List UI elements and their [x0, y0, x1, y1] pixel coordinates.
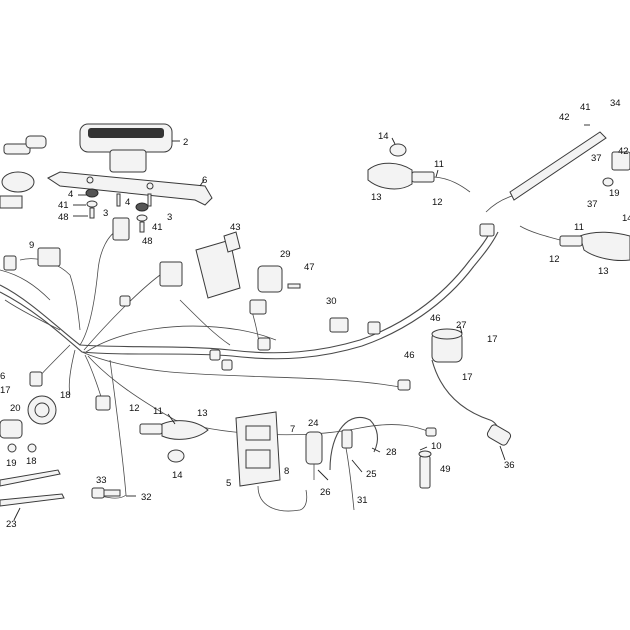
callout-41: 41: [58, 200, 69, 211]
callout-19: 19: [609, 188, 620, 199]
fasteners-left: [85, 188, 152, 233]
sensor: [305, 431, 323, 480]
spark-plug: [418, 450, 432, 489]
callout-46: 46: [404, 350, 415, 361]
callout-13: 13: [371, 192, 382, 203]
callout-36: 36: [504, 460, 515, 471]
callout-46: 46: [430, 313, 441, 324]
callout-9: 9: [29, 240, 34, 251]
callout-18: 18: [60, 390, 71, 401]
harness-connectors: [3, 217, 495, 437]
callout-23: 23: [6, 519, 17, 530]
left-switches: [0, 395, 57, 453]
callout-3: 3: [103, 208, 108, 219]
callout-19: 19: [6, 458, 17, 469]
relay-module: [37, 247, 61, 267]
callout-28: 28: [386, 447, 397, 458]
callout-31: 31: [357, 495, 368, 506]
callout-29: 29: [280, 249, 291, 260]
callout-25: 25: [366, 469, 377, 480]
callout-6: 6: [0, 371, 5, 382]
callout-11: 11: [434, 159, 444, 170]
callout-37: 37: [591, 153, 602, 164]
rear-light-bar: [485, 131, 630, 213]
callout-14: 14: [172, 470, 183, 481]
sensor-cable: [329, 416, 379, 511]
callout-labels: 2 6 4 41 48 3 4 3 41 48 9 43 29 47 30 14…: [0, 98, 630, 530]
callout-42: 42: [559, 112, 570, 123]
callout-18: 18: [26, 456, 37, 467]
front-turn-signal-lower: [139, 420, 209, 463]
callout-17: 17: [0, 385, 11, 396]
callout-37: 37: [587, 199, 598, 210]
callout-13: 13: [197, 408, 208, 419]
callout-4: 4: [125, 197, 130, 208]
cable-ties: [0, 469, 65, 507]
callout-4: 4: [68, 189, 73, 200]
callout-48: 48: [58, 212, 69, 223]
bolt-33: [91, 487, 121, 499]
callout-12: 12: [432, 197, 443, 208]
callout-32: 32: [141, 492, 152, 503]
callout-7: 7: [290, 424, 295, 435]
callout-12: 12: [129, 403, 140, 414]
callout-41: 41: [152, 222, 163, 233]
callout-12: 12: [549, 254, 560, 265]
ecu-unit: [195, 231, 241, 299]
callout-20: 20: [10, 403, 21, 414]
callout-27: 27: [456, 320, 467, 331]
callout-47: 47: [304, 262, 315, 273]
callout-5: 5: [226, 478, 231, 489]
callout-41: 41: [580, 102, 591, 113]
callout-8: 8: [284, 466, 289, 477]
callout-2: 2: [183, 137, 188, 148]
callout-14: 14: [378, 131, 389, 142]
callout-17: 17: [462, 372, 473, 383]
callout-14: 14: [622, 213, 630, 224]
callout-49: 49: [440, 464, 451, 475]
callout-11: 11: [574, 222, 584, 233]
callout-11: 11: [153, 406, 163, 417]
callout-26: 26: [320, 487, 331, 498]
callout-48: 48: [142, 236, 153, 247]
ignition-key: [0, 135, 47, 209]
callout-42: 42: [618, 146, 629, 157]
ignition-coil: [431, 328, 512, 446]
callout-6: 6: [202, 175, 207, 186]
callout-30: 30: [326, 296, 337, 307]
callout-10: 10: [431, 441, 442, 452]
callout-24: 24: [308, 418, 319, 429]
callout-33: 33: [96, 475, 107, 486]
callout-17: 17: [487, 334, 498, 345]
callout-13: 13: [598, 266, 609, 277]
cluster-bracket: [47, 171, 213, 206]
leader-lines: [13, 124, 590, 521]
instrument-cluster: [79, 123, 173, 173]
callout-3: 3: [167, 212, 172, 223]
callout-34: 34: [610, 98, 621, 109]
regulator: [257, 265, 301, 293]
front-turn-signal-left: [367, 143, 471, 193]
fuse-box: [235, 411, 308, 512]
rear-turn-signal-right: [519, 225, 630, 261]
callout-43: 43: [230, 222, 241, 233]
